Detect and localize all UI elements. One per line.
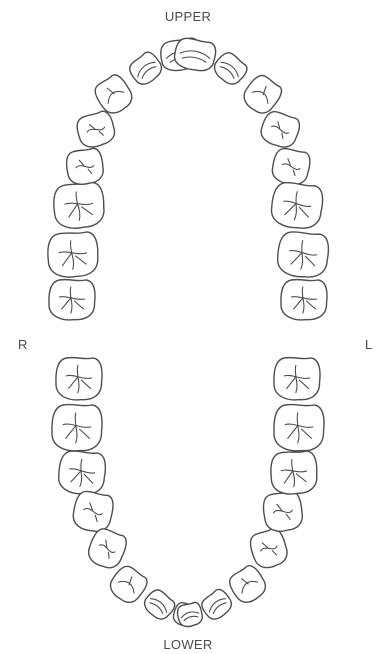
- upper-left-first-premolar[interactable]: [258, 109, 302, 151]
- lower-right-first-molar[interactable]: [58, 450, 107, 495]
- upper-right-lateral-incisor-crown: [126, 49, 166, 88]
- lower-left-second-molar-crown: [274, 405, 324, 451]
- lower-left-lateral-incisor[interactable]: [198, 587, 235, 624]
- upper-right-canine[interactable]: [91, 72, 137, 118]
- lower-right-first-premolar[interactable]: [85, 526, 129, 572]
- upper-right-second-molar-crown: [46, 231, 99, 279]
- lower-right-canine-crown: [106, 562, 151, 607]
- lower-left-first-molar[interactable]: [269, 450, 318, 495]
- lower-left-first-molar-crown: [269, 450, 318, 495]
- lower-left-first-premolar[interactable]: [247, 526, 291, 572]
- upper-right-third-molar-crown: [49, 280, 95, 320]
- upper-right-canine-crown: [91, 72, 137, 118]
- lower-left-lateral-incisor-crown: [198, 587, 235, 624]
- upper-left-lateral-incisor-crown: [210, 49, 250, 88]
- lower-right-lateral-incisor-crown: [141, 587, 178, 624]
- lower-right-second-premolar[interactable]: [71, 490, 115, 534]
- lower-right-second-molar[interactable]: [52, 405, 102, 451]
- lower-right-third-molar-crown: [56, 358, 102, 400]
- upper-right-first-premolar[interactable]: [74, 109, 118, 151]
- upper-left-second-premolar[interactable]: [270, 147, 311, 187]
- upper-left-second-molar-crown: [276, 231, 329, 279]
- lower-left-third-molar[interactable]: [274, 358, 320, 400]
- upper-right-lateral-incisor[interactable]: [126, 49, 166, 88]
- upper-right-third-molar[interactable]: [49, 280, 95, 320]
- upper-right-second-premolar[interactable]: [64, 147, 105, 187]
- upper-left-first-molar[interactable]: [270, 181, 324, 230]
- upper-left-third-molar[interactable]: [281, 280, 327, 320]
- upper-left-third-molar-crown: [281, 280, 327, 320]
- lower-left-third-molar-crown: [274, 358, 320, 400]
- lower-right-third-molar[interactable]: [56, 358, 102, 400]
- upper-right-first-molar[interactable]: [52, 181, 106, 230]
- upper-right-first-molar-crown: [52, 181, 106, 230]
- lower-left-second-molar[interactable]: [274, 405, 324, 451]
- upper-left-second-molar[interactable]: [276, 231, 329, 279]
- upper-left-canine[interactable]: [239, 72, 285, 118]
- lower-left-second-premolar[interactable]: [261, 490, 305, 534]
- lower-left-canine[interactable]: [225, 562, 270, 607]
- upper-left-lateral-incisor[interactable]: [210, 49, 250, 88]
- lower-left-canine-crown: [225, 562, 270, 607]
- lower-right-canine[interactable]: [106, 562, 151, 607]
- upper-left-canine-crown: [239, 72, 285, 118]
- lower-right-lateral-incisor[interactable]: [141, 587, 178, 624]
- upper-right-second-molar[interactable]: [46, 231, 99, 279]
- lower-right-second-molar-crown: [52, 405, 102, 451]
- lower-right-first-molar-crown: [58, 450, 107, 495]
- upper-left-first-molar-crown: [270, 181, 324, 230]
